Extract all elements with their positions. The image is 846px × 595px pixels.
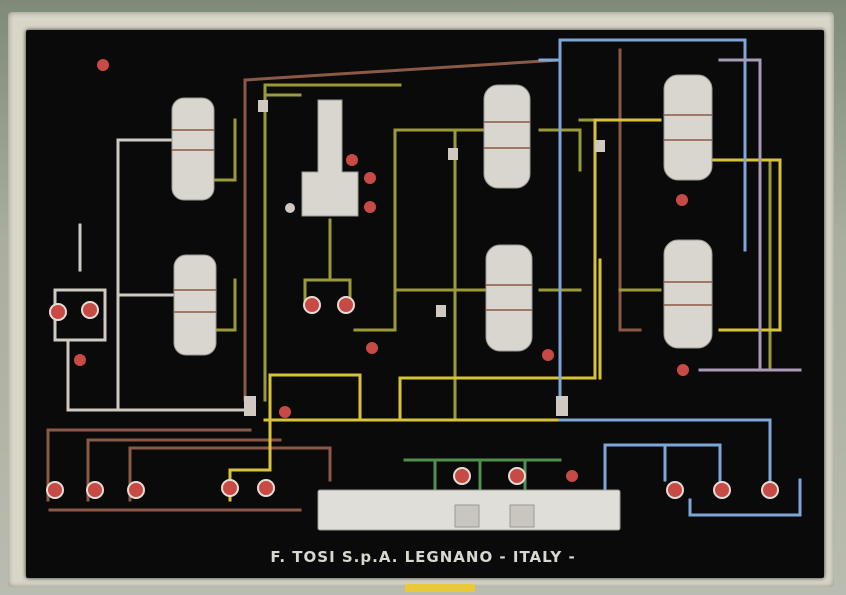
valve-block — [244, 396, 256, 416]
valve-block — [258, 100, 268, 112]
indicator-lamp — [676, 194, 688, 206]
valve-block — [436, 305, 446, 317]
pump-lamp — [304, 297, 320, 313]
frame-nameplate — [405, 584, 475, 592]
pump-lamp — [338, 297, 354, 313]
pump-lamp — [714, 482, 730, 498]
indicator-lamp — [74, 354, 86, 366]
valve-block — [595, 140, 605, 152]
pump-lamp — [258, 480, 274, 496]
sight-glass — [285, 203, 295, 213]
vessel-left-upper — [172, 98, 214, 200]
vessel-right-lower — [664, 240, 712, 348]
indicator-lamp — [364, 201, 376, 213]
indicator-lamp — [279, 406, 291, 418]
indicator-lamp — [364, 172, 376, 184]
tank-sump-a — [455, 505, 479, 527]
indicator-lamp — [677, 364, 689, 376]
indicator-lamp — [97, 59, 109, 71]
tank-sump-b — [510, 505, 534, 527]
vessel-center-lower — [486, 245, 532, 351]
pump-lamp — [222, 480, 238, 496]
pipe-lavender — [700, 60, 800, 370]
valve-block — [556, 396, 568, 416]
pump-lamp — [50, 304, 66, 320]
pump-lamp — [454, 468, 470, 484]
maker-caption: F. TOSI S.p.A. LEGNANO - ITALY - — [0, 548, 846, 566]
pump-lamp — [128, 482, 144, 498]
vessel-left-lower — [174, 255, 216, 355]
valve-block — [448, 148, 458, 160]
vessel-right-upper — [664, 75, 712, 180]
vessel-center-upper — [484, 85, 530, 188]
pump-lamp — [762, 482, 778, 498]
pump-lamp — [47, 482, 63, 498]
indicator-lamp — [566, 470, 578, 482]
indicator-lamp — [542, 349, 554, 361]
pump-lamp — [509, 468, 525, 484]
indicator-lamp — [346, 154, 358, 166]
pump-lamp — [667, 482, 683, 498]
indicator-lamp — [366, 342, 378, 354]
pump-lamp — [82, 302, 98, 318]
pump-lamp — [87, 482, 103, 498]
